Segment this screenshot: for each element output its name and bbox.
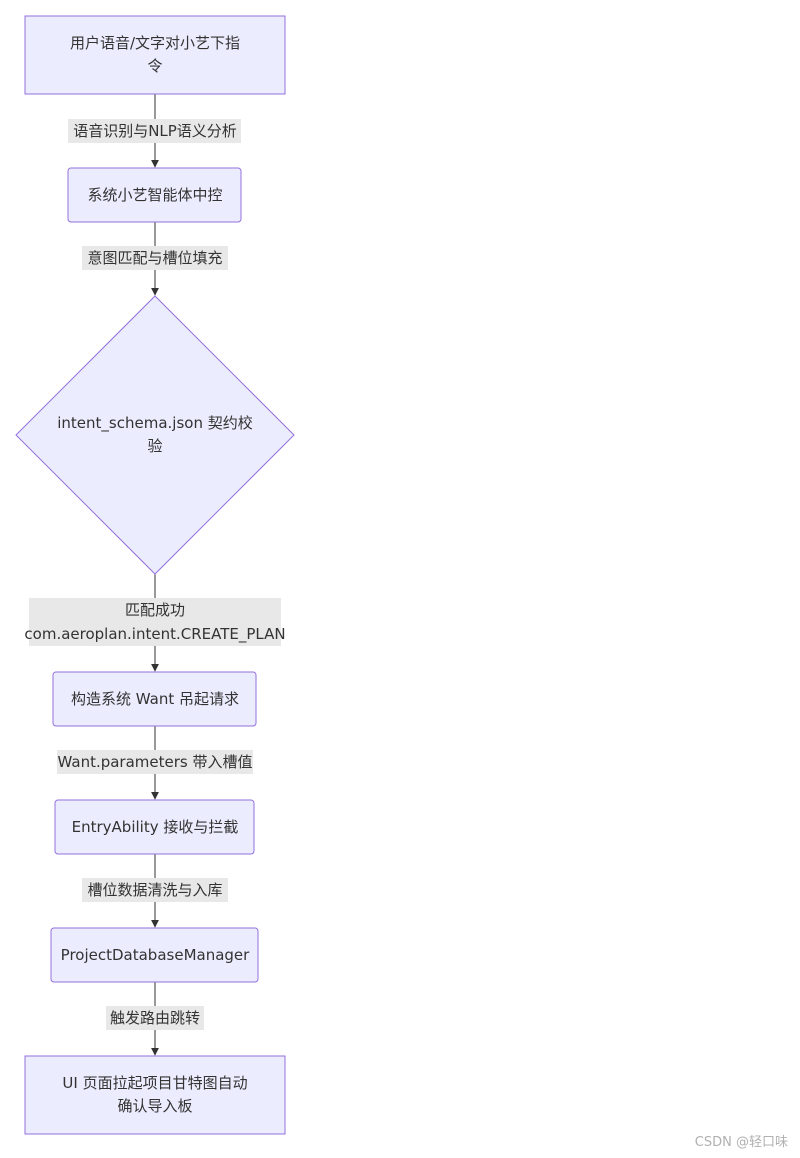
node-xiaoyi-agent xyxy=(67,167,242,223)
edge-label-route: 触发路由跳转 xyxy=(110,1009,200,1027)
node-ui-gantt-line-1: UI 页面拉起项目甘特图自动 xyxy=(62,1074,247,1092)
edge-label-bg-route xyxy=(106,1006,204,1030)
node-build-want-label: 构造系统 Want 吊起请求 xyxy=(71,690,239,708)
node-build-want xyxy=(52,671,257,727)
edge-label-match-success-line-2: com.aeroplan.intent.CREATE_PLAN xyxy=(24,625,285,644)
node-database-manager xyxy=(50,927,259,983)
node-entry-ability-label: EntryAbility 接收与拦截 xyxy=(72,818,239,836)
node-ui-gantt xyxy=(24,1055,286,1135)
node-user-command-line-2: 令 xyxy=(147,57,162,75)
node-schema-check-line-1: intent_schema.json 契约校 xyxy=(57,414,252,433)
edge-label-intent-match: 意图匹配与槽位填充 xyxy=(87,249,222,267)
node-database-manager-label: ProjectDatabaseManager xyxy=(61,946,250,964)
node-ui-gantt-line-2: 确认导入板 xyxy=(117,1097,192,1115)
node-xiaoyi-agent-label: 系统小艺智能体中控 xyxy=(87,186,222,204)
watermark: CSDN @轻口味 xyxy=(694,1135,788,1150)
node-schema-check-line-2: 验 xyxy=(147,437,162,455)
node-entry-ability xyxy=(54,799,255,855)
edge-label-want-params: Want.parameters 带入槽值 xyxy=(58,753,253,771)
node-user-command-line-1: 用户语音/文字对小艺下指 xyxy=(70,34,240,52)
edge-label-bg-match-success xyxy=(29,598,281,646)
edge-label-slot-clean: 槽位数据清洗与入库 xyxy=(87,881,222,899)
edge-label-bg-want-params xyxy=(57,750,253,774)
node-user-command xyxy=(24,15,286,95)
edge-label-asr: 语音识别与NLP语义分析 xyxy=(73,122,237,140)
edge-label-bg-intent-match xyxy=(82,246,228,270)
edge-label-bg-asr xyxy=(68,119,241,143)
edge-label-bg-slot-clean xyxy=(82,878,228,902)
edge-label-match-success-line-1: 匹配成功 xyxy=(125,601,185,619)
node-schema-check xyxy=(15,295,295,575)
